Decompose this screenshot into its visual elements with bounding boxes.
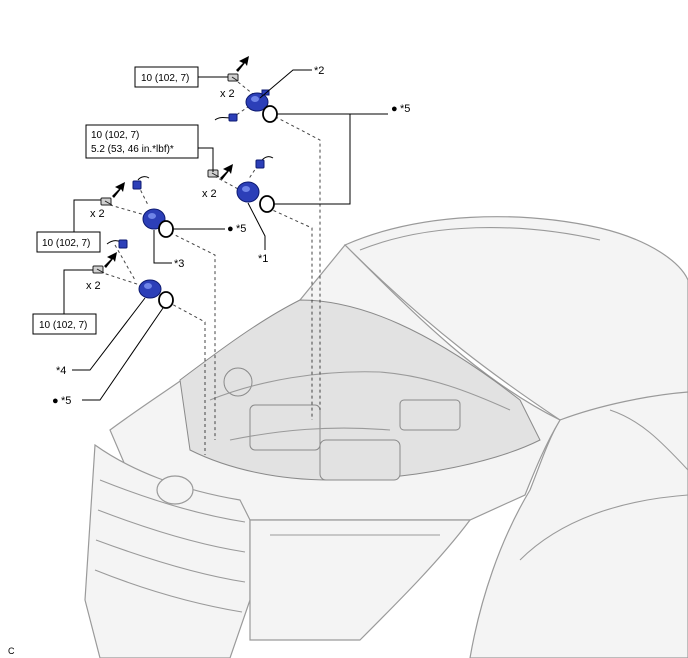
torque-value-2: 10 (102, 7) [91,130,139,141]
o-ring-icon [259,195,275,213]
callout-5c: *5 [61,395,71,407]
intake-box [249,404,321,451]
leader-lines [63,69,388,401]
battery-area [399,399,461,431]
bolt-icon [207,169,220,178]
callout-3: *3 [174,258,184,270]
torque-leader-4 [63,269,93,314]
torque-leader-2 [198,147,214,172]
guide-line [99,271,141,286]
vehicle-headlight [249,519,472,641]
bullet-5a: ● [391,103,398,115]
guide-line [237,81,259,99]
bay-pipe-line [229,427,391,441]
bullet-5b: ● [227,223,234,235]
leader-line-4 [72,297,146,371]
part-group-2 [214,56,278,123]
engine-cover [319,439,401,481]
install-arrow-icon [112,182,125,198]
callout-5b: *5 [236,223,246,235]
grille-bar-3 [95,539,246,583]
guide-line [164,229,216,440]
vehicle-emblem [156,475,194,505]
quantity-label-2: x 2 [202,188,217,200]
vehicle-grille [84,443,251,658]
o-ring-icon [262,105,278,123]
torque-leader-3 [73,199,101,232]
sensor-unit-icon [236,181,260,203]
vehicle-hood [343,216,688,421]
callout-4: *4 [56,365,66,377]
torque-box-4: 10 (102, 7) [32,313,97,335]
torque-box-2: 10 (102, 7) 5.2 (53, 46 in.*lbf)* [85,124,199,159]
install-arrow-icon [220,164,233,180]
guide-line [267,207,313,420]
vehicle-fender [469,391,688,658]
bolt-icon [92,265,105,274]
quantity-label-3: x 2 [90,208,105,220]
quantity-label-4: x 2 [86,280,101,292]
connector-icon [132,176,150,190]
sensor-unit-icon [138,279,162,299]
part-group-3 [100,176,174,238]
assembly-guide-lines [99,81,321,455]
leader-line-3 [153,230,172,264]
leader-line-5c [82,307,164,401]
bolt-icon [100,197,113,206]
bay-hose-line [209,371,511,411]
guide-line [137,184,149,206]
torque-value-4: 10 (102, 7) [39,320,87,331]
reservoir-cap [223,367,253,397]
torque-box-3: 10 (102, 7) [36,231,101,253]
grille-bar-2 [97,509,246,553]
guide-line [213,175,241,191]
guide-line [114,244,136,281]
grille-bar-1 [99,479,246,523]
bolt-icon [227,73,239,82]
connector-icon [106,239,128,249]
guide-line [231,101,256,119]
o-ring-icon [158,220,174,238]
fender-line [609,409,688,471]
bullet-5c: ● [52,395,59,407]
callout-2: *2 [314,65,324,77]
install-arrow-icon [104,252,117,268]
torque-value-2-alt: 5.2 (53, 46 in.*lbf)* [91,144,174,155]
leader-line-5-bracket [274,113,351,205]
leader-line-2 [259,69,312,99]
torque-value-3: 10 (102, 7) [42,238,90,249]
hood-edge-line [359,226,601,251]
wheel-arch-line [519,494,688,561]
guide-line [109,204,146,216]
connector-icon [255,156,274,169]
leader-line-1 [247,202,266,250]
sensor-unit-icon [245,89,270,112]
torque-box-1: 10 (102, 7) [134,66,199,88]
torque-value-1: 10 (102, 7) [141,73,189,84]
o-ring-icon [158,291,174,309]
vehicle-illustration [84,216,688,658]
callout-1: *1 [258,253,268,265]
callout-5a: *5 [400,103,410,115]
install-arrow-icon [236,56,249,72]
quantity-label-1: x 2 [220,88,235,100]
guide-line [269,113,321,410]
grille-bar-4 [94,569,243,613]
part-group-1 [207,156,275,213]
figure-code: C [8,646,15,656]
part-group-4 [92,239,174,309]
guide-line [167,301,206,455]
connector-icon [214,113,238,122]
